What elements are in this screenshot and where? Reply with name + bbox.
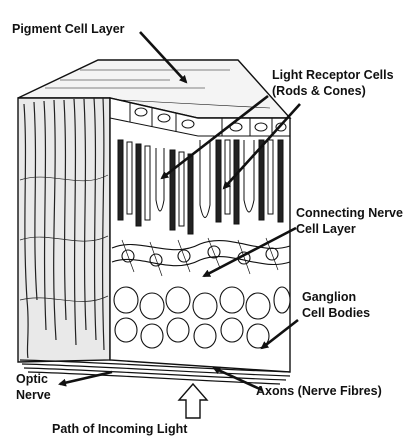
connecting-nerve-cells bbox=[111, 237, 291, 277]
rods-and-cones bbox=[117, 139, 284, 235]
label-connecting-line1: Connecting Nerve bbox=[296, 206, 403, 220]
label-axons: Axons (Nerve Fibres) bbox=[256, 384, 382, 398]
label-ganglion-line2: Cell Bodies bbox=[302, 306, 371, 320]
incoming-light-arrow-icon bbox=[177, 382, 209, 419]
label-ganglion-line1: Ganglion bbox=[302, 290, 357, 304]
label-optic-line1: Optic bbox=[16, 372, 48, 386]
label-light-receptor-line2: (Rods & Cones) bbox=[272, 84, 366, 98]
label-optic-line2: Nerve bbox=[16, 388, 51, 402]
label-incoming-light: Path of Incoming Light bbox=[52, 422, 188, 436]
label-connecting-line2: Cell Layer bbox=[296, 222, 356, 236]
label-pointers bbox=[58, 31, 301, 392]
label-light-receptor-line1: Light Receptor Cells bbox=[272, 68, 394, 82]
label-pigment-cell-layer: Pigment Cell Layer bbox=[12, 22, 125, 36]
side-face-fibres bbox=[19, 97, 109, 359]
